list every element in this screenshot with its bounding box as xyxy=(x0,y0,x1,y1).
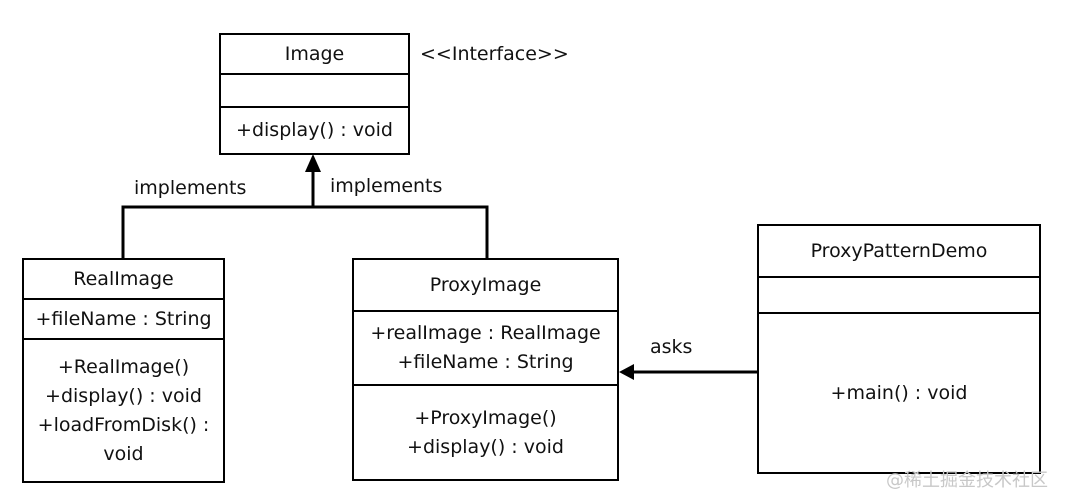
realimage-attributes: +fileName : String xyxy=(24,300,223,340)
realimage-title: RealImage xyxy=(24,260,223,300)
watermark-text: @稀土掘金技术社区 xyxy=(886,470,1048,491)
proxyimage-operations: +ProxyImage() +display() : void xyxy=(354,386,617,479)
proxypatterndemo-title: ProxyPatternDemo xyxy=(759,226,1039,278)
image-interface-box: Image +display() : void xyxy=(219,33,410,155)
proxypatterndemo-operations: +main() : void xyxy=(759,314,1039,472)
realimage-operation: +loadFromDisk() : xyxy=(37,413,210,436)
implements-arrowhead xyxy=(305,154,321,172)
proxyimage-box: ProxyImage +realImage : RealImage +fileN… xyxy=(352,258,619,481)
proxyimage-operation: +ProxyImage() xyxy=(414,406,557,429)
proxyimage-attribute: +fileName : String xyxy=(397,351,574,373)
image-operation: +display() : void xyxy=(236,119,393,141)
image-title: Image xyxy=(221,35,408,75)
image-operations: +display() : void xyxy=(221,108,408,153)
proxyimage-operation: +display() : void xyxy=(407,435,564,458)
proxyimage-title: ProxyImage xyxy=(354,260,617,312)
implements-label-left: implements xyxy=(134,177,247,199)
proxypatterndemo-box: ProxyPatternDemo +main() : void xyxy=(757,224,1041,474)
asks-arrowhead xyxy=(619,364,634,380)
proxyimage-attribute: +realImage : RealImage xyxy=(370,322,601,344)
proxypatterndemo-operation: +main() : void xyxy=(830,381,968,404)
realimage-operation: void xyxy=(103,442,144,465)
realimage-operation: +RealImage() xyxy=(57,355,190,378)
implements-line-realimage xyxy=(121,205,489,258)
realimage-operation: +display() : void xyxy=(45,384,202,407)
proxypatterndemo-attributes xyxy=(759,278,1039,314)
asks-label: asks xyxy=(650,336,693,358)
implements-label-right: implements xyxy=(330,175,443,197)
realimage-operations: +RealImage() +display() : void +loadFrom… xyxy=(24,340,223,481)
realimage-attribute: +fileName : String xyxy=(35,307,212,330)
image-attributes xyxy=(221,75,408,108)
realimage-box: RealImage +fileName : String +RealImage(… xyxy=(22,258,225,483)
proxyimage-attributes: +realImage : RealImage +fileName : Strin… xyxy=(354,312,617,386)
image-stereotype: <<Interface>> xyxy=(420,43,569,65)
